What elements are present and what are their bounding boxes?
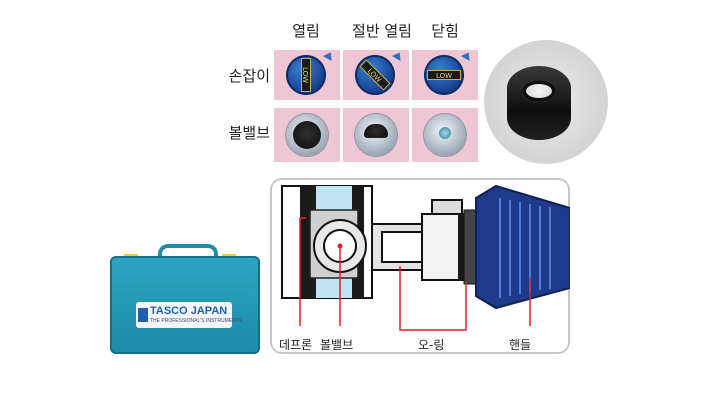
column-header-closed: 닫힘	[431, 22, 459, 40]
knob-open-cell: LOW	[274, 49, 340, 100]
label-handle: 핸들	[509, 338, 532, 352]
rotate-arrow-icon	[322, 49, 336, 62]
low-tag: LOW	[427, 70, 461, 80]
handle-icon	[475, 184, 570, 310]
case-subtitle: THE PROFESSIONAL'S INSTRUMENTS	[150, 318, 243, 324]
ball-valve-half-open	[355, 114, 397, 156]
knob-closed: LOW	[424, 55, 464, 95]
ball-valve-open	[286, 114, 328, 156]
ball-valve-closed-cell	[412, 108, 478, 162]
low-tag: LOW	[301, 58, 311, 92]
low-tag: LOW	[359, 59, 391, 91]
row-header-ball-valve: 볼밸브	[228, 124, 270, 142]
knob-open: LOW	[286, 55, 326, 95]
valve-cross-section	[281, 184, 570, 331]
rotate-arrow-icon	[460, 49, 474, 62]
ball-valve-half-open-cell	[343, 108, 409, 162]
tasco-logo-icon	[138, 308, 148, 322]
ball-port-icon	[293, 121, 321, 149]
column-header-open: 열림	[292, 22, 320, 40]
ball-port-icon	[364, 124, 388, 138]
knob-closed-cell: LOW	[412, 49, 478, 100]
case-handle	[158, 244, 218, 264]
ball-port-icon	[439, 127, 451, 139]
column-header-half-open: 절반 열림	[352, 22, 412, 40]
knob-half-open-cell: LOW	[343, 49, 409, 100]
o-ring-icon	[507, 66, 571, 140]
case-brand: TASCO JAPAN	[150, 305, 228, 317]
case-label: TASCO JAPAN THE PROFESSIONAL'S INSTRUMEN…	[136, 302, 242, 328]
label-o-ring: 오-링	[418, 338, 445, 352]
row-header-handle: 손잡이	[228, 67, 270, 85]
label-deflon: 데프론	[279, 338, 313, 352]
rotate-arrow-icon	[391, 49, 405, 62]
label-ball-valve: 볼밸브	[320, 338, 354, 352]
ball-valve-closed	[424, 114, 466, 156]
ball-valve-open-cell	[274, 108, 340, 162]
knob-half-open: LOW	[355, 55, 395, 95]
